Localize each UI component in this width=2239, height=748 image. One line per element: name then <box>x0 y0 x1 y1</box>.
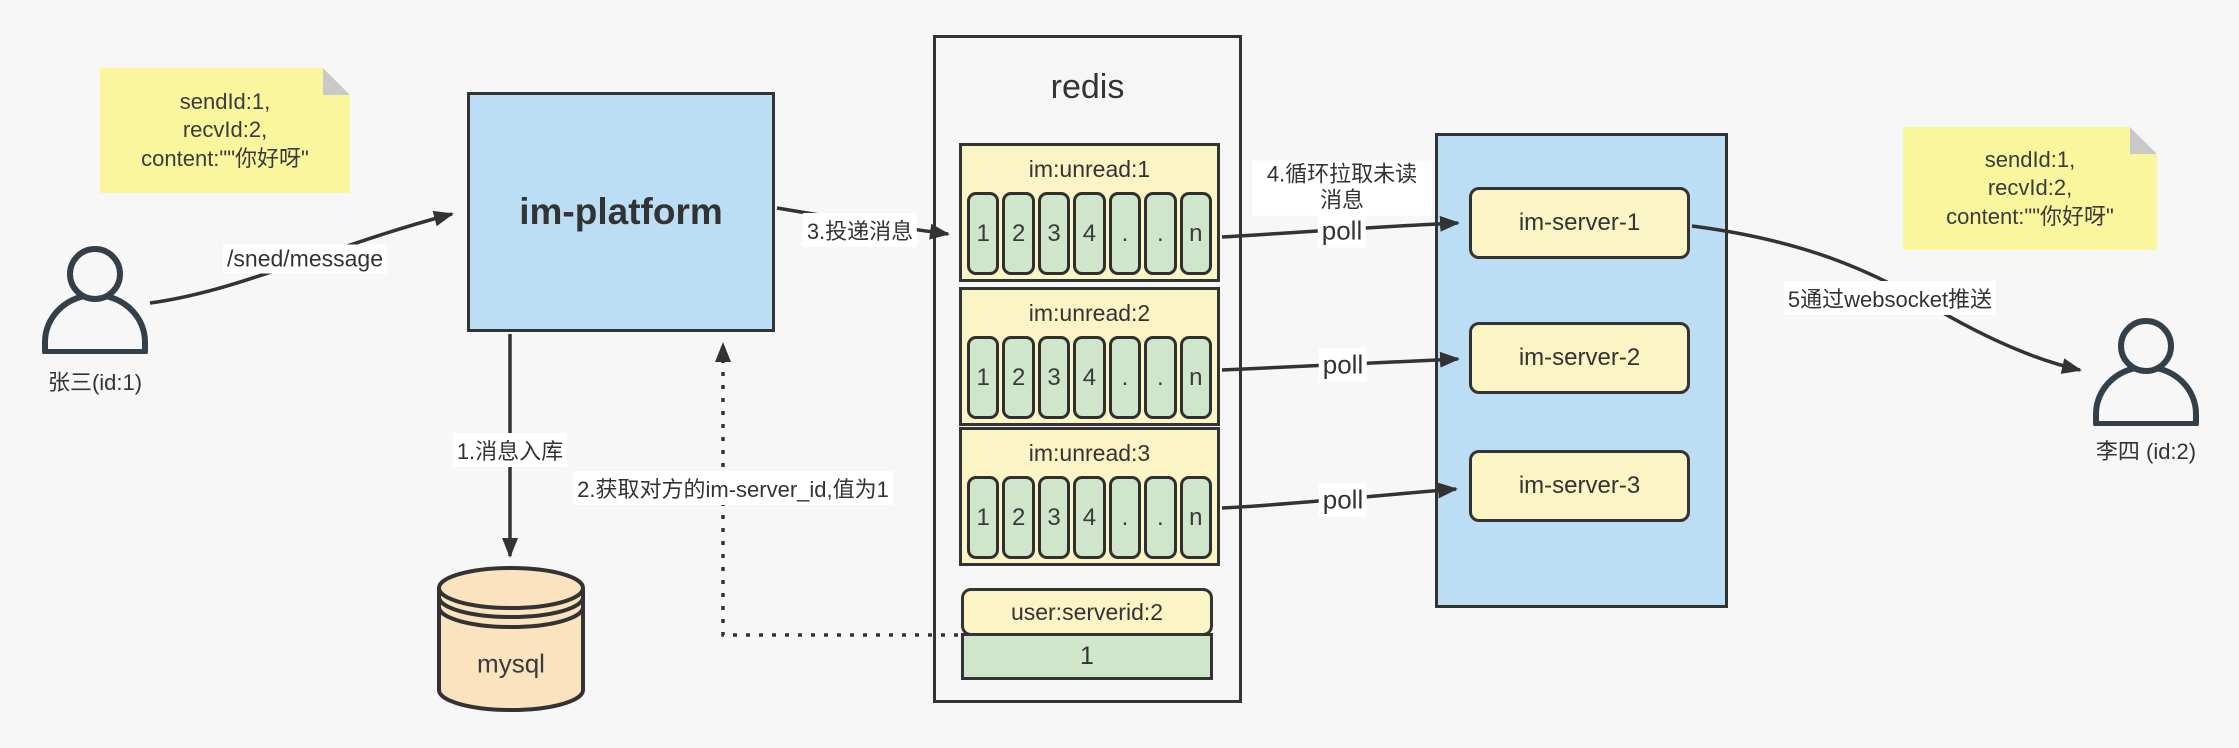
redis-queue-unread-2: im:unread:2 1 2 3 4 . . n <box>959 287 1220 426</box>
queue-cell: . <box>1144 192 1177 275</box>
queue-cell: 2 <box>1002 336 1035 419</box>
queue-cell: 4 <box>1073 476 1106 559</box>
queue-cell: . <box>1108 476 1142 559</box>
queue-cell: 3 <box>1037 192 1071 275</box>
edge-label-pull: 4.循环拉取未读消息 <box>1252 160 1432 216</box>
note-line: content:""你好呀" <box>141 145 309 171</box>
im-platform-label: im-platform <box>519 191 723 232</box>
edge-label-store: 1.消息入库 <box>452 433 568 467</box>
queue-cell: 1 <box>967 336 1000 419</box>
note-line: recvId:2, <box>182 117 268 143</box>
im-server-cluster: im-server-1 im-server-2 im-server-3 <box>1435 133 1728 608</box>
mysql-cylinder-icon <box>437 566 585 712</box>
mapping-value: 1 <box>961 633 1213 680</box>
queue-cell: 1 <box>967 476 1000 559</box>
queue-cell: . <box>1108 336 1142 419</box>
note-line: recvId:2, <box>1987 175 2073 201</box>
sticky-note-left: sendId:1, recvId:2, content:""你好呀" <box>100 68 350 193</box>
queue-cells: 1 2 3 4 . . n <box>962 192 1217 275</box>
im-server-3-box: im-server-3 <box>1469 450 1690 522</box>
queue-cell: 3 <box>1037 476 1071 559</box>
redis-title: redis <box>1050 68 1125 106</box>
redis-queue-unread-1: im:unread:1 1 2 3 4 . . n <box>959 143 1220 282</box>
queue-cell: 4 <box>1073 192 1106 275</box>
note-line: sendId:1, <box>1984 147 2076 173</box>
user-serverid-mapping: user:serverid:2 1 <box>961 588 1213 680</box>
edge-label-poll-2: poll <box>1318 348 1368 382</box>
receiver-label: 李四 (id:2) <box>2095 439 2197 464</box>
queue-cell: 2 <box>1002 476 1035 559</box>
edge-label-deliver: 3.投递消息 <box>802 213 918 247</box>
redis-container: redis im:unread:1 1 2 3 4 . . n im:unrea… <box>933 35 1242 703</box>
note-line: content:""你好呀" <box>1946 203 2114 229</box>
im-platform-box: im-platform <box>467 92 775 332</box>
queue-title: im:unread:1 <box>1028 155 1151 182</box>
note-fold-icon <box>2130 127 2157 154</box>
queue-cells: 1 2 3 4 . . n <box>962 336 1217 419</box>
edge-label-poll-1: poll <box>1317 214 1367 248</box>
note-fold-icon <box>323 68 350 95</box>
queue-cell: . <box>1144 336 1177 419</box>
queue-cell: n <box>1179 476 1212 559</box>
user-icon-receiver <box>2093 318 2199 426</box>
edge-label-poll-3: poll <box>1318 483 1368 517</box>
queue-title: im:unread:2 <box>1028 299 1151 326</box>
edge-label-send: /sned/message <box>223 244 387 274</box>
queue-cell: . <box>1108 192 1142 275</box>
queue-cells: 1 2 3 4 . . n <box>962 476 1217 559</box>
queue-cell: n <box>1179 192 1212 275</box>
queue-cell: . <box>1144 476 1177 559</box>
edge-label-push: 5通过websocket推送 <box>1783 281 1997 315</box>
queue-cell: n <box>1179 336 1212 419</box>
user-icon-sender <box>42 246 148 354</box>
edge-label-lookup: 2.获取对方的im-server_id,值为1 <box>573 471 893 505</box>
im-server-1-box: im-server-1 <box>1469 187 1690 259</box>
im-server-2-box: im-server-2 <box>1469 322 1690 394</box>
queue-cell: 4 <box>1073 336 1106 419</box>
queue-cell: 1 <box>967 192 1000 275</box>
queue-title: im:unread:3 <box>1028 439 1151 466</box>
note-line: sendId:1, <box>179 89 271 115</box>
redis-queue-unread-3: im:unread:3 1 2 3 4 . . n <box>959 427 1220 566</box>
mysql-label: mysql <box>477 648 545 679</box>
sender-label: 张三(id:1) <box>47 370 143 395</box>
mapping-title: user:serverid:2 <box>961 588 1213 636</box>
queue-cell: 2 <box>1002 192 1035 275</box>
sticky-note-right: sendId:1, recvId:2, content:""你好呀" <box>1903 127 2157 250</box>
queue-cell: 3 <box>1037 336 1071 419</box>
